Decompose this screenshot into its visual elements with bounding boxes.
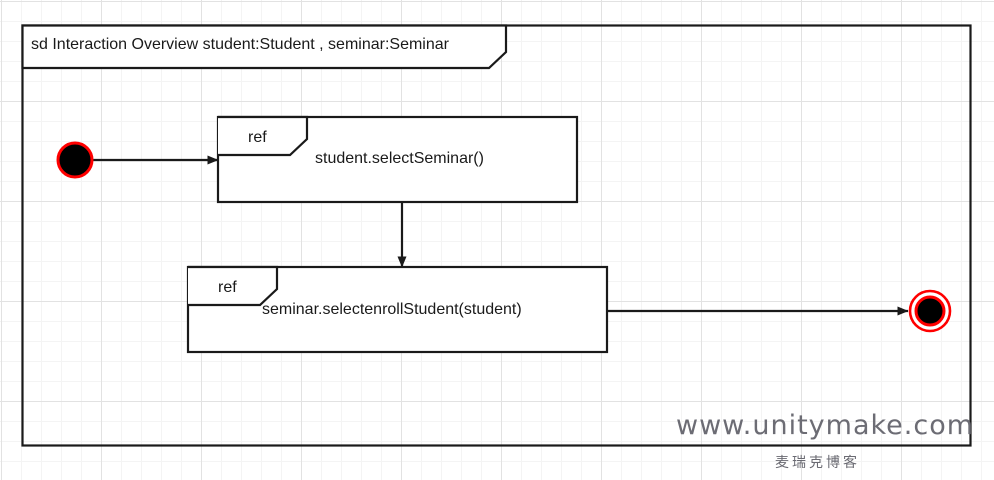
interaction-use-frame-1[interactable] <box>216 115 579 204</box>
ref-tab-1 <box>218 115 309 157</box>
diagram-outer-frame <box>21 24 972 447</box>
frame-title-label: sd Interaction Overview student:Student … <box>31 36 449 53</box>
interaction-use-label-2: seminar.selectenrollStudent(student) <box>262 301 522 318</box>
ref-tag-label-1: ref <box>248 129 267 146</box>
watermark-site-text: www.unitymake.com <box>676 410 975 441</box>
interaction-use-label-1: student.selectSeminar() <box>315 150 484 167</box>
ref-tab-2 <box>188 265 279 307</box>
final-node[interactable] <box>908 289 952 333</box>
ref-tag-label-2: ref <box>218 279 237 296</box>
initial-node[interactable] <box>56 141 94 179</box>
frame-title-tab <box>21 24 508 70</box>
watermark-subtitle-text: 麦瑞克博客 <box>775 455 860 471</box>
